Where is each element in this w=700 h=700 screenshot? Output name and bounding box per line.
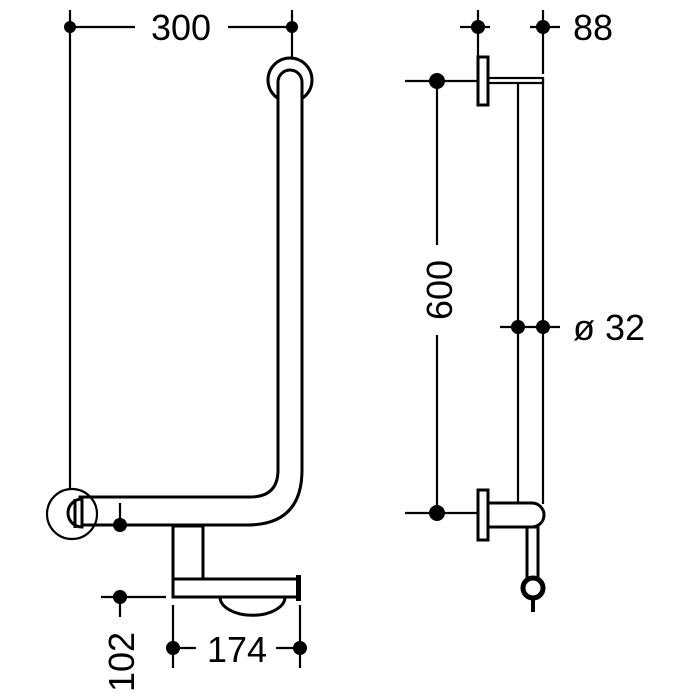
lower-bar <box>171 577 300 599</box>
dimension-dot <box>64 21 76 33</box>
l-shaped-tube <box>78 68 304 527</box>
bottom-arm <box>486 501 546 529</box>
top-flange <box>476 55 490 107</box>
dimension-88: 88 <box>573 7 613 48</box>
floor-mount <box>218 595 287 617</box>
dimension-102: 102 <box>101 632 142 692</box>
top-arm <box>486 76 545 85</box>
side-wall-flange <box>45 487 99 541</box>
dimension-dot <box>429 73 445 89</box>
side-view: 88 600 ø 32 <box>405 7 645 612</box>
dimension-dot <box>286 21 298 33</box>
dimension-300: 300 <box>151 7 211 48</box>
dimension-dot <box>113 518 127 532</box>
dimension-dot <box>536 20 550 34</box>
dimension-dot <box>166 641 180 655</box>
dimension-dot <box>511 320 525 334</box>
end-cap <box>296 575 301 601</box>
dimension-dot <box>429 505 445 521</box>
dimension-174: 174 <box>207 629 267 670</box>
dimension-dot <box>113 590 127 604</box>
floor-joint <box>520 575 546 601</box>
dimension-600: 600 <box>419 260 460 320</box>
front-view: 300 102 174 <box>45 7 314 692</box>
dimension-diameter: ø 32 <box>573 307 645 348</box>
bottom-flange <box>476 488 490 542</box>
support-post <box>171 524 205 581</box>
support-stem <box>525 525 540 581</box>
dimension-dot <box>293 641 307 655</box>
dimension-dot <box>471 20 485 34</box>
dimension-dot <box>536 320 550 334</box>
